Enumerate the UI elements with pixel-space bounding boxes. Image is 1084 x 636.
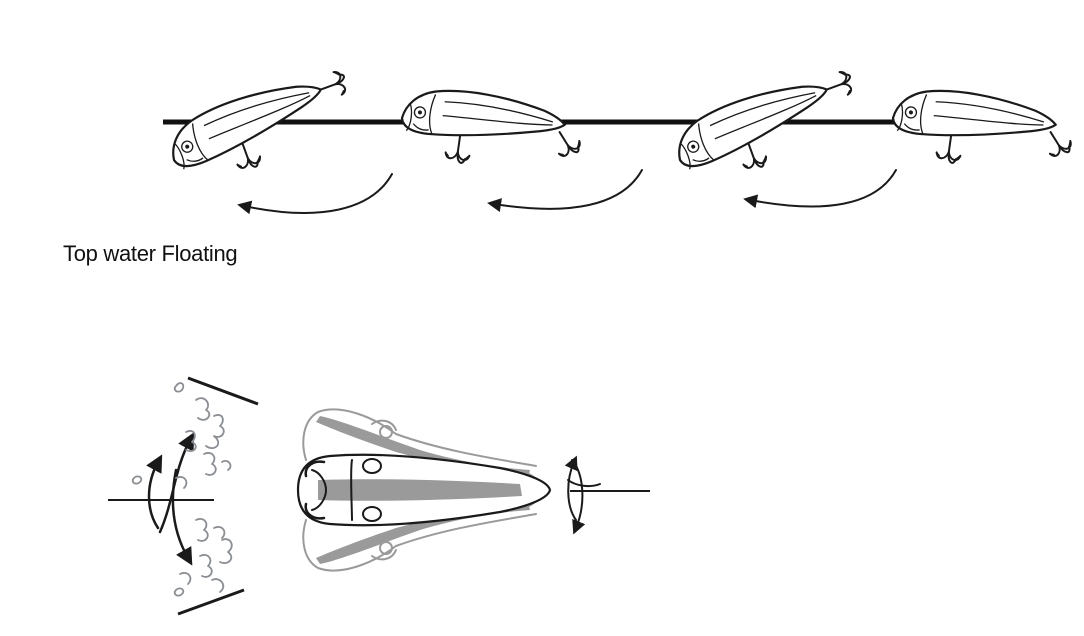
hook-icon: [1039, 124, 1076, 162]
topwater-lure-icon: [890, 82, 1076, 165]
retrieve-arrow-icon: [487, 169, 643, 213]
retrieve-arrow-icon: [743, 169, 897, 209]
water-splash-icon: [131, 382, 233, 597]
hook-icon: [934, 133, 964, 165]
retrieve-arrow-icon: [237, 173, 393, 215]
diagram-caption: Top water Floating: [63, 241, 238, 266]
topwater-lure-icon: [666, 68, 857, 174]
hook-icon: [821, 68, 857, 102]
topwater-lure-icon: [399, 82, 585, 165]
splash-boundary-top: [187, 376, 259, 406]
hook-icon: [443, 133, 473, 165]
hook-icon: [548, 124, 585, 162]
rotation-arrow-icon: [146, 432, 195, 566]
rotation-arrow-icon: [564, 455, 601, 535]
hook-icon: [315, 68, 351, 102]
topwater-lure-icon: [160, 68, 351, 174]
topwater-lure-icon: [296, 453, 552, 527]
splash-boundary-bottom: [177, 588, 245, 616]
